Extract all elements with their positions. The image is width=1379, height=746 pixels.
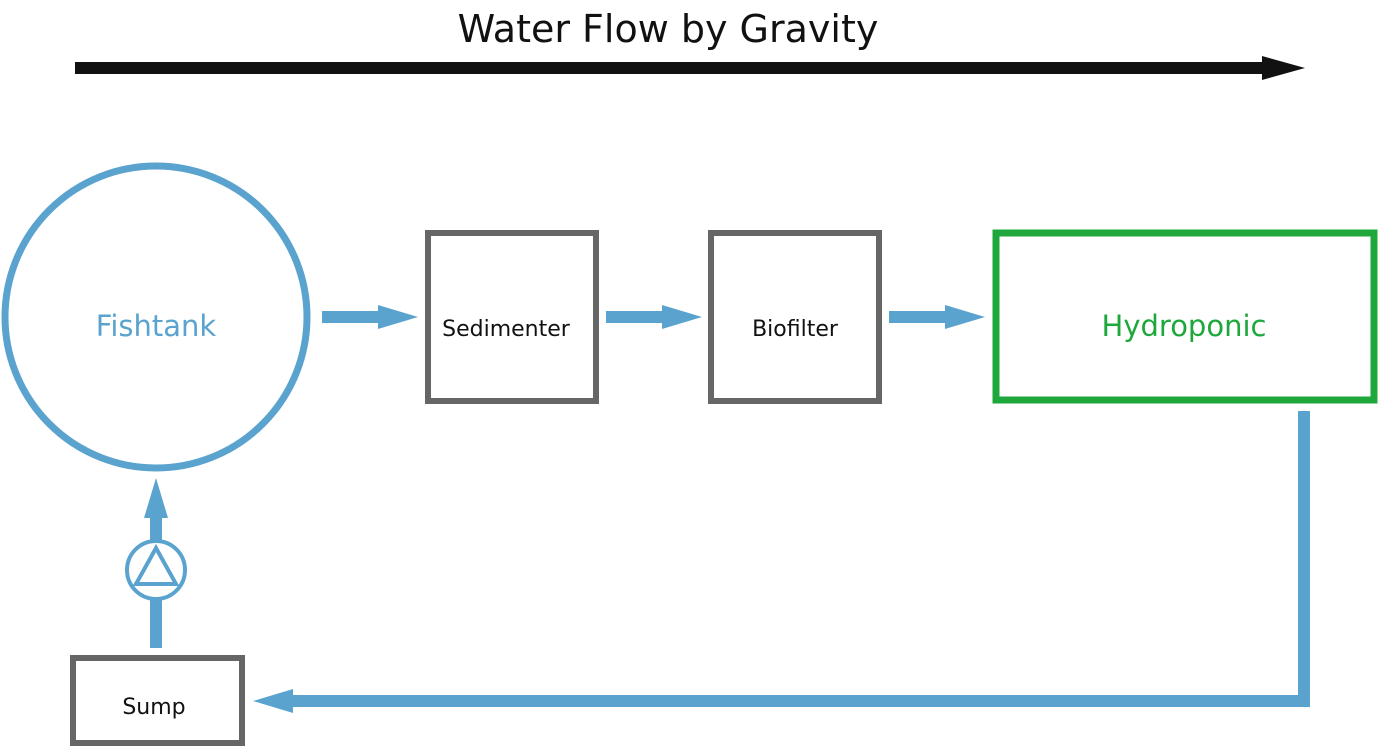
biofilter-node: Biofilter	[708, 230, 882, 404]
sump-node: Sump	[70, 655, 245, 746]
fishtank-label: Fishtank	[96, 309, 217, 343]
flow-arrow-biofilter-to-hydroponic	[889, 305, 985, 329]
sedimenter-label: Sedimenter	[442, 317, 571, 342]
flow-arrow-sedimenter-to-biofilter	[606, 305, 702, 329]
flow-arrow-hydroponic-to-sump	[253, 411, 1310, 713]
fishtank-circle	[1, 162, 311, 472]
sump-label: Sump	[122, 695, 185, 720]
diagram-title: Water Flow by Gravity	[458, 7, 879, 51]
gravity-flow-arrow	[75, 56, 1305, 80]
hydroponic-label: Hydroponic	[1102, 309, 1267, 343]
flow-arrow-fishtank-to-sedimenter	[322, 305, 418, 329]
hydroponic-box	[992, 229, 1378, 404]
hydroponic-node: Hydroponic	[992, 229, 1378, 404]
biofilter-label: Biofilter	[752, 317, 839, 342]
sedimenter-box	[425, 230, 599, 404]
flow-arrow-sump-to-fishtank	[144, 478, 168, 648]
sump-box	[70, 655, 245, 746]
sedimenter-node: Sedimenter	[425, 230, 599, 404]
pump-icon	[125, 539, 187, 601]
fishtank-node: Fishtank	[1, 162, 311, 472]
biofilter-box	[708, 230, 882, 404]
